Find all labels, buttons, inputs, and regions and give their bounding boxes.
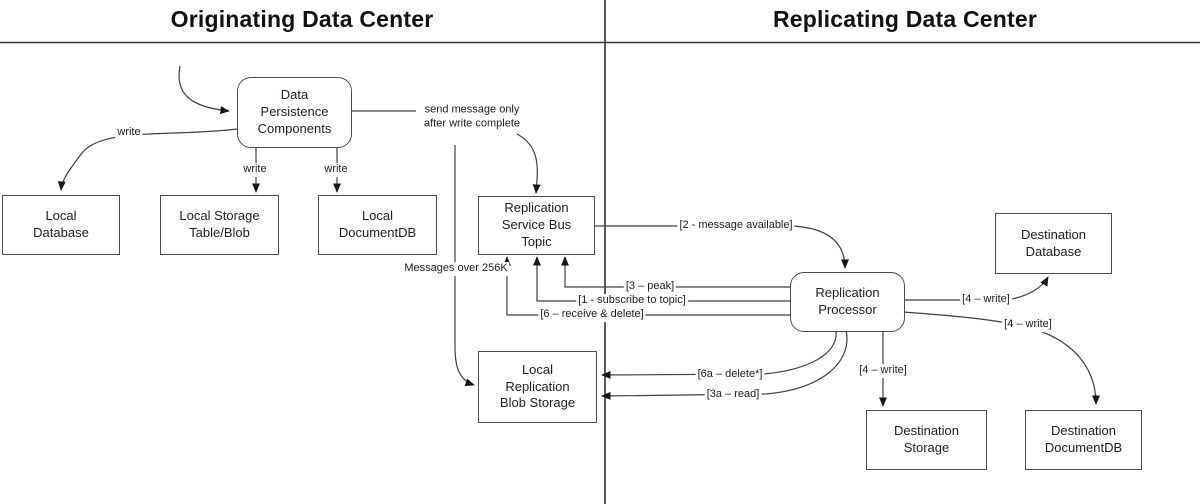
originating-title: Originating Data Center [170,6,434,32]
node-data-persistence-components: Data Persistence Components [237,77,352,148]
label-messages-over-256k: Messages over 256K [402,262,510,276]
node-local-documentdb: Local DocumentDB [318,195,437,255]
node-replication-processor: Replication Processor [790,272,905,332]
replicating-title: Replicating Data Center [772,6,1038,32]
node-local-replication-blob-storage: Local Replication Blob Storage [478,351,597,423]
label-write-documentdb: write [322,163,350,177]
label-write-storage: write [241,163,269,177]
node-local-database: Local Database [2,195,120,255]
label-subscribe-to-topic: [1 - subscribe to topic] [576,294,688,308]
label-write-database: write [115,126,143,140]
arrow-read-blob [601,329,848,400]
arrow-subscribe [533,256,790,302]
node-destination-database: Destination Database [995,213,1112,274]
label-write-dest-storage: [4 – write] [857,364,909,378]
label-send-message-only: send message only after write complete [422,103,522,131]
label-write-dest-database: [4 – write] [960,293,1012,307]
label-receive-and-delete: [6 – receive & delete] [538,308,646,322]
arrow-send-to-topic [516,133,541,194]
label-write-dest-documentdb: [4 – write] [1002,318,1054,332]
label-delete-6a: [6a – delete*] [695,368,765,382]
arrow-peak [561,256,790,288]
node-destination-storage: Destination Storage [866,410,987,470]
node-replication-service-bus-topic: Replication Service Bus Topic [478,196,595,255]
arrow-write-local-database [57,128,238,191]
node-destination-documentdb: Destination DocumentDB [1025,410,1142,470]
arrow-messages-256k-to-blob [454,145,475,387]
label-peak: [3 – peak] [623,280,677,294]
arrow-receive-delete [503,256,790,316]
label-read-3a: [3a – read] [704,388,762,402]
node-local-storage-table-blob: Local Storage Table/Blob [160,195,279,255]
arrow-into-data-persistence [178,65,230,115]
arrow-write-dest-documentdb [902,311,1100,405]
label-message-available: [2 - message available] [677,219,795,233]
arrow-delete-blob [601,329,837,379]
